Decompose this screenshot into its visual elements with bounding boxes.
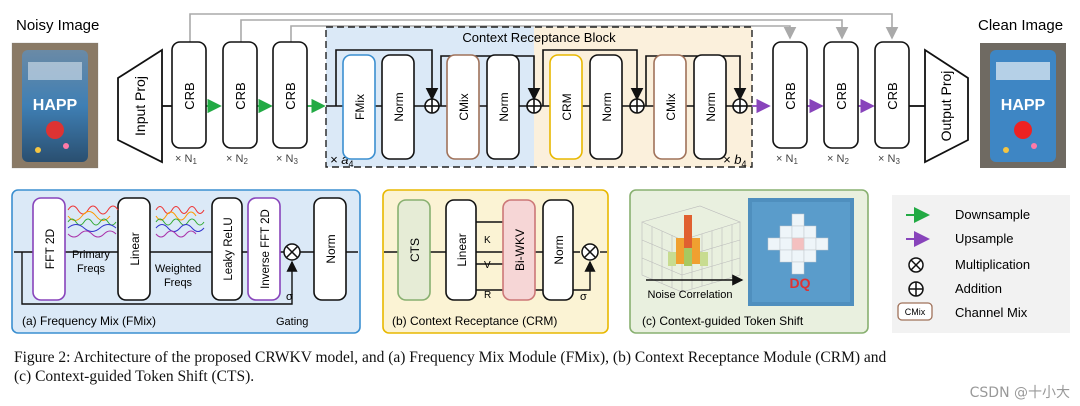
svg-text:CRM: CRM [560,93,574,120]
architecture-diagram: Noisy Image Clean Image HAPP HAPP Input … [11,13,1070,334]
skip-connections [189,13,899,42]
svg-text:CMix: CMix [457,93,471,120]
svg-text:Norm: Norm [497,92,511,121]
noisy-image-label: Noisy Image [16,17,99,34]
noisy-image: HAPP [11,42,99,169]
legend-multiplication: Multiplication [955,257,1030,272]
svg-text:Norm: Norm [600,92,614,121]
gating-label: Gating [276,316,308,328]
clean-image-label: Clean Image [978,17,1063,34]
addition-icon [424,98,440,114]
svg-text:FMix: FMix [353,94,367,120]
correlation-bars [668,215,708,266]
primary-label-1: Primary [72,249,110,261]
decoder-crb-1: CRB × N1 [772,41,808,166]
multiplication-icon [283,243,301,261]
svg-text:CRB: CRB [834,82,849,109]
svg-text:CRB: CRB [182,82,197,109]
figure-caption: Figure 2: Architecture of the proposed C… [14,348,1064,386]
weighted-freqs-waves [155,206,205,238]
weighted-label-1: Weighted [155,263,201,275]
svg-text:V: V [484,260,491,271]
legend-upsample: Upsample [955,231,1014,246]
output-proj: Output Proj [924,48,969,164]
svg-text:Norm: Norm [324,234,338,263]
weighted-label-2: Freqs [164,277,193,289]
svg-text:Norm: Norm [552,235,566,264]
legend: Downsample Upsample Multiplication Addit… [892,195,1070,333]
svg-text:K: K [484,235,491,246]
caption-line-1: Figure 2: Architecture of the proposed C… [14,349,887,366]
noise-correlation-label: Noise Correlation [648,289,733,301]
svg-text:Linear: Linear [128,232,142,265]
token-shift-image: DQ [748,198,854,306]
svg-text:× N2: × N2 [226,153,248,166]
svg-text:CRB: CRB [233,82,248,109]
svg-text:HAPP: HAPP [33,97,78,114]
norm-block-2: Norm [486,54,520,160]
svg-text:Bi-WKV: Bi-WKV [513,229,527,271]
cts-panel: Noise Correlation DQ (c) Context-guided … [629,189,869,334]
svg-text:× N1: × N1 [776,153,798,166]
cmix-block-1: CMix [446,54,480,160]
watermark: CSDN @十小大 [969,385,1070,401]
svg-text:× N3: × N3 [878,153,900,166]
encoder-crb-1: CRB × N1 [171,41,207,166]
svg-text:× N1: × N1 [175,153,197,166]
svg-text:HAPP: HAPP [1001,97,1046,114]
addition-icon [526,98,542,114]
svg-text:Inverse FFT 2D: Inverse FFT 2D [260,209,272,289]
legend-channel-mix: Channel Mix [955,305,1028,320]
svg-text:Norm: Norm [704,92,718,121]
fmix-block: FMix [342,54,376,160]
svg-text:FFT 2D: FFT 2D [43,228,57,269]
svg-text:Output Proj: Output Proj [938,71,954,142]
svg-text:CRB: CRB [783,82,798,109]
svg-text:CRB: CRB [283,82,298,109]
fmix-caption: (a) Frequency Mix (FMix) [22,314,156,328]
b4-label: × b4 [723,152,746,169]
svg-text:Leaky ReLU: Leaky ReLU [223,217,235,280]
svg-text:DQ: DQ [790,275,811,291]
block-title: Context Receptance Block [462,30,616,45]
crm-panel: CTS Linear K V R Bi-WKV Norm σ (b) Conte… [382,189,609,334]
fmix-panel: FFT 2D Linear Leaky ReLU Inverse FFT 2D … [11,189,361,334]
caption-line-2: (c) Context-guided Token Shift (CTS). [14,368,255,385]
cmix-block-2: CMix [653,54,687,160]
decoder-crb-3: CRB × N3 [874,41,910,166]
addition-icon [732,98,748,114]
primary-label-2: Freqs [77,263,106,275]
encoder-crb-3: CRB × N3 [272,41,308,166]
cts-caption: (c) Context-guided Token Shift [642,314,804,328]
svg-text:Input Proj: Input Proj [132,76,148,136]
input-proj: Input Proj [117,48,163,164]
primary-freqs-waves [67,205,119,238]
svg-text:× N2: × N2 [827,153,849,166]
svg-text:CTS: CTS [408,238,422,262]
svg-text:× N3: × N3 [276,153,298,166]
addition-icon [908,281,924,297]
legend-addition: Addition [955,281,1002,296]
multiplication-icon [581,243,599,261]
svg-text:σ: σ [580,291,587,303]
svg-text:Norm: Norm [392,92,406,121]
crm-block: CRM [549,54,583,160]
legend-downsample: Downsample [955,207,1030,222]
clean-image: HAPP [980,43,1066,168]
norm-block-1: Norm [381,54,415,160]
svg-text:Linear: Linear [455,233,469,266]
decoder-crb-2: CRB × N2 [823,41,859,166]
norm-block-4: Norm [693,54,727,160]
addition-icon [629,98,645,114]
svg-text:CRB: CRB [885,82,900,109]
legend-cmix-chip: CMix [905,307,926,317]
crm-caption: (b) Context Receptance (CRM) [392,314,557,328]
norm-block-3: Norm [589,54,623,160]
svg-text:R: R [484,290,491,301]
sigma-label: σ [286,291,293,303]
multiplication-icon [908,257,924,273]
encoder-crb-2: CRB × N2 [222,41,258,166]
svg-text:CMix: CMix [664,93,678,120]
